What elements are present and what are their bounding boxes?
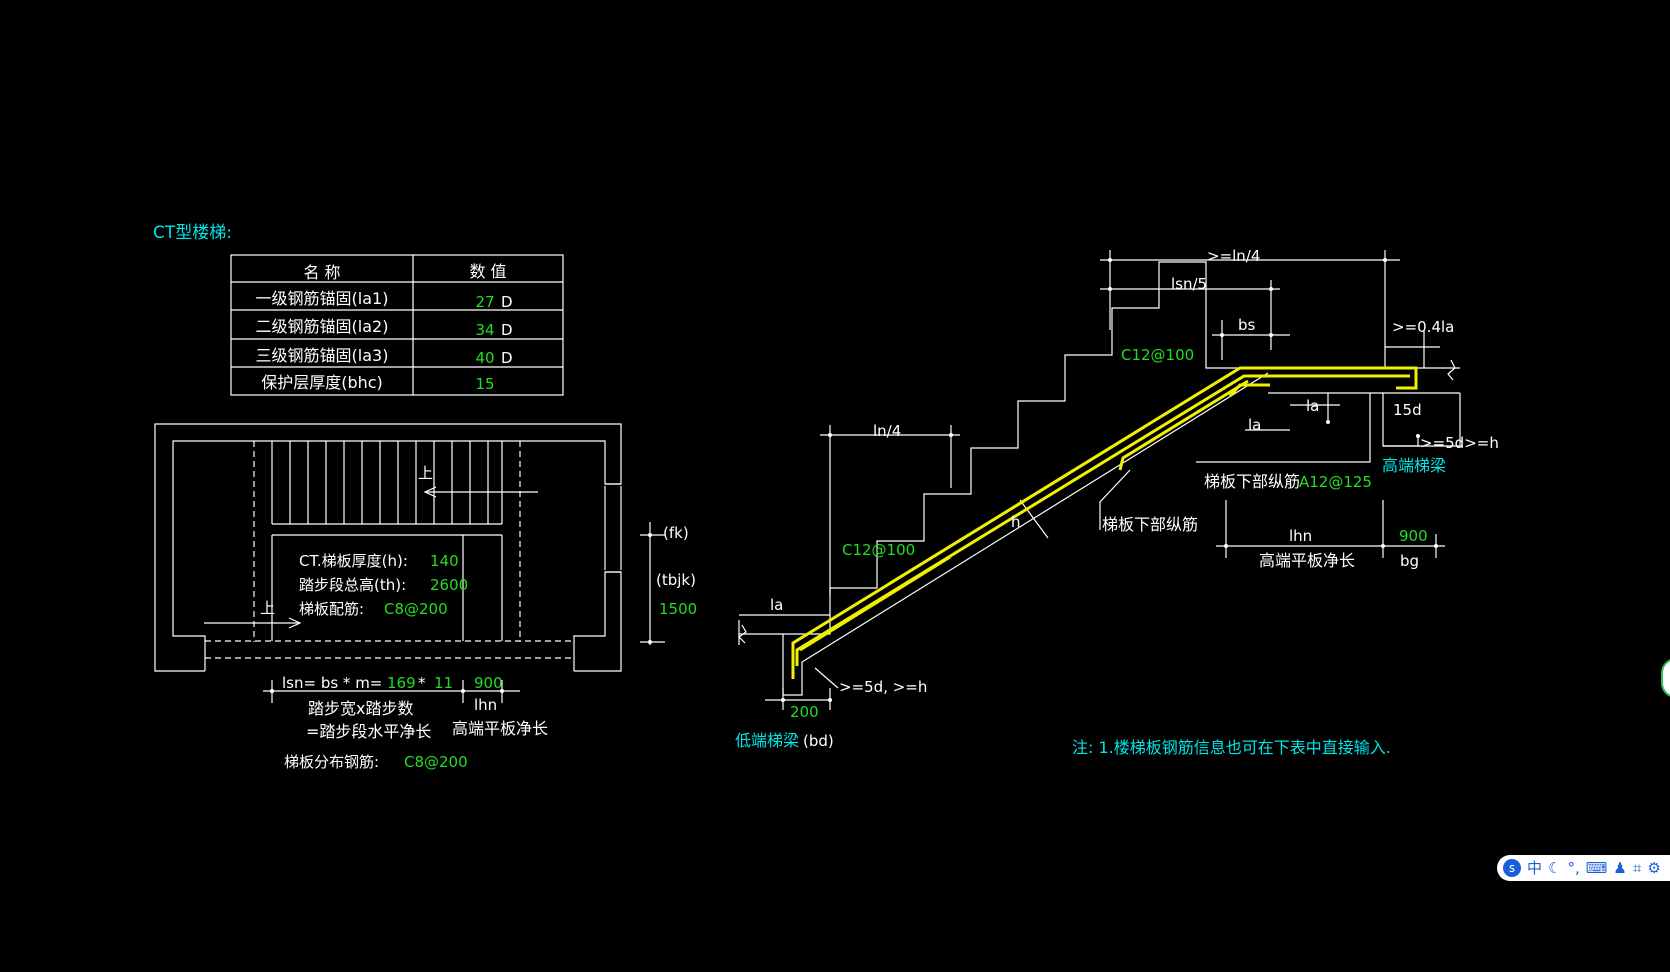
step-desc: =踏步段水平净长 (306, 722, 431, 741)
dim-bg: bg (1400, 552, 1419, 570)
table-header-name: 名 称 (303, 263, 340, 282)
stair-section-view (738, 250, 1461, 710)
dim-lsn5: lsn/5 (1171, 275, 1207, 293)
parameter-table (230, 254, 564, 396)
fk-label: (fk) (663, 524, 689, 542)
step-height-label: 踏步段总高(th): (299, 576, 406, 594)
up-label: 上 (418, 464, 433, 482)
lhn-value[interactable]: 900 (1399, 527, 1428, 545)
dim-la: la (1306, 397, 1319, 415)
lsn-formula: lsn= bs * m= (282, 674, 382, 692)
table-row-name: 一级钢筋锚固(la1) (256, 289, 389, 308)
lhn-value[interactable]: 900 (474, 674, 503, 692)
dist-rebar-label: 梯板分布钢筋: (284, 753, 379, 771)
note-text: 注: 1.楼梯板钢筋信息也可在下表中直接输入. (1072, 738, 1391, 757)
dim-h: h (1011, 513, 1021, 531)
ime-logo-icon[interactable]: s (1503, 859, 1521, 877)
dim-ge-5d-h-left: >=5d, >=h (839, 678, 927, 696)
dist-rebar-value[interactable]: C8@200 (404, 753, 468, 771)
step-count-value[interactable]: 11 (434, 674, 453, 692)
dim-bs: bs (1238, 316, 1256, 334)
table-cell-unit: D (501, 349, 513, 367)
dim-15d: 15d (1393, 401, 1422, 419)
crop-icon[interactable]: ⌗ (1632, 858, 1642, 877)
step-height-value[interactable]: 2600 (430, 576, 468, 594)
dim-ln4: ln/4 (873, 422, 901, 440)
dim-ge-04la: >=0.4la (1392, 318, 1454, 336)
bottom-top-rebar-value[interactable]: C12@100 (842, 541, 915, 559)
bd-value[interactable]: 200 (790, 703, 819, 721)
table-row-name: 二级钢筋锚固(la2) (256, 317, 389, 336)
step-desc: 踏步宽x踏步数 (308, 699, 413, 718)
dot-icon[interactable]: °, (1567, 858, 1580, 877)
table-cell-value[interactable]: 40 (475, 349, 494, 367)
lhn-label: lhn (474, 696, 497, 714)
slab-thickness-label: CT.梯板厚度(h): (299, 552, 408, 570)
table-header-value: 数 值 (469, 262, 506, 281)
high-beam-label: 高端梯梁 (1382, 456, 1446, 475)
multiply-sign: * (418, 674, 426, 692)
table-cell-unit: D (501, 293, 513, 311)
stair-plan-view (154, 423, 665, 703)
bottom-rebar-value[interactable]: A12@125 (1299, 473, 1372, 491)
drawing-title: CT型楼梯: (153, 223, 232, 243)
tbjk-value[interactable]: 1500 (659, 600, 697, 618)
low-beam-label: 低端梯梁 (735, 731, 799, 750)
tbjk-label: (tbjk) (656, 571, 696, 589)
table-cell-unit: D (501, 321, 513, 339)
table-cell-value[interactable]: 15 (475, 375, 494, 393)
step-width-value[interactable]: 169 (387, 674, 416, 692)
up-label: 上 (260, 599, 275, 617)
dim-lhn: lhn (1289, 527, 1312, 545)
table-row-name: 三级钢筋锚固(la3) (256, 346, 389, 365)
bottom-rebar-label: 梯板下部纵筋 (1102, 515, 1198, 534)
moon-icon[interactable]: ☾ (1548, 858, 1562, 877)
table-cell-value[interactable]: 27 (475, 293, 494, 311)
top-rebar-value[interactable]: C12@100 (1121, 346, 1194, 364)
slab-thickness-value[interactable]: 140 (430, 552, 459, 570)
dim-la-left: la (770, 596, 783, 614)
dim-la: la (1248, 416, 1261, 434)
table-row-name: 保护层厚度(bhc) (261, 373, 383, 392)
bottom-rebar-label: 梯板下部纵筋 (1204, 472, 1300, 491)
slab-rebar-label: 梯板配筋: (299, 600, 364, 618)
table-cell-value[interactable]: 34 (475, 321, 494, 339)
gear-icon[interactable]: ⚙ (1647, 858, 1661, 877)
user-icon[interactable]: ♟ (1613, 858, 1627, 877)
ime-lang[interactable]: 中 (1527, 858, 1543, 877)
keyboard-icon[interactable]: ⌨ (1585, 858, 1608, 877)
high-flat-label: 高端平板净长 (1259, 551, 1355, 570)
high-flat-label: 高端平板净长 (452, 719, 548, 738)
dim-ge-ln4: >=ln/4 (1207, 247, 1260, 265)
ime-toolbar[interactable]: s 中 ☾ °, ⌨ ♟ ⌗ ⚙ (1497, 855, 1670, 881)
rebar-lines (791, 366, 1418, 679)
bd-label: (bd) (803, 732, 834, 750)
dim-ge-5d-h: >=5d>=h (1420, 434, 1499, 452)
slab-rebar-value[interactable]: C8@200 (384, 600, 448, 618)
